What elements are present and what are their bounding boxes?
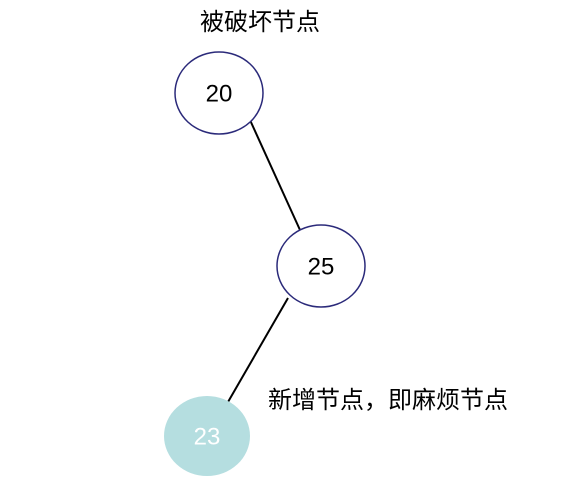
tree-node-20-value: 20 [206, 81, 233, 108]
edge-20-25 [249, 119, 301, 231]
tree-node-23: 23 [164, 396, 250, 476]
tree-node-20: 20 [174, 51, 264, 135]
tree-node-23-value: 23 [194, 424, 221, 451]
tree-node-20-circle [174, 51, 264, 135]
tree-node-25-circle [276, 224, 366, 308]
tree-node-25: 25 [276, 224, 366, 308]
damaged-node-label: 被破坏节点 [200, 8, 320, 36]
new-node-label: 新增节点，即麻烦节点 [268, 386, 508, 414]
tree-node-23-circle [164, 396, 250, 476]
tree-node-25-value: 25 [308, 254, 335, 281]
edge-25-23 [227, 297, 289, 403]
